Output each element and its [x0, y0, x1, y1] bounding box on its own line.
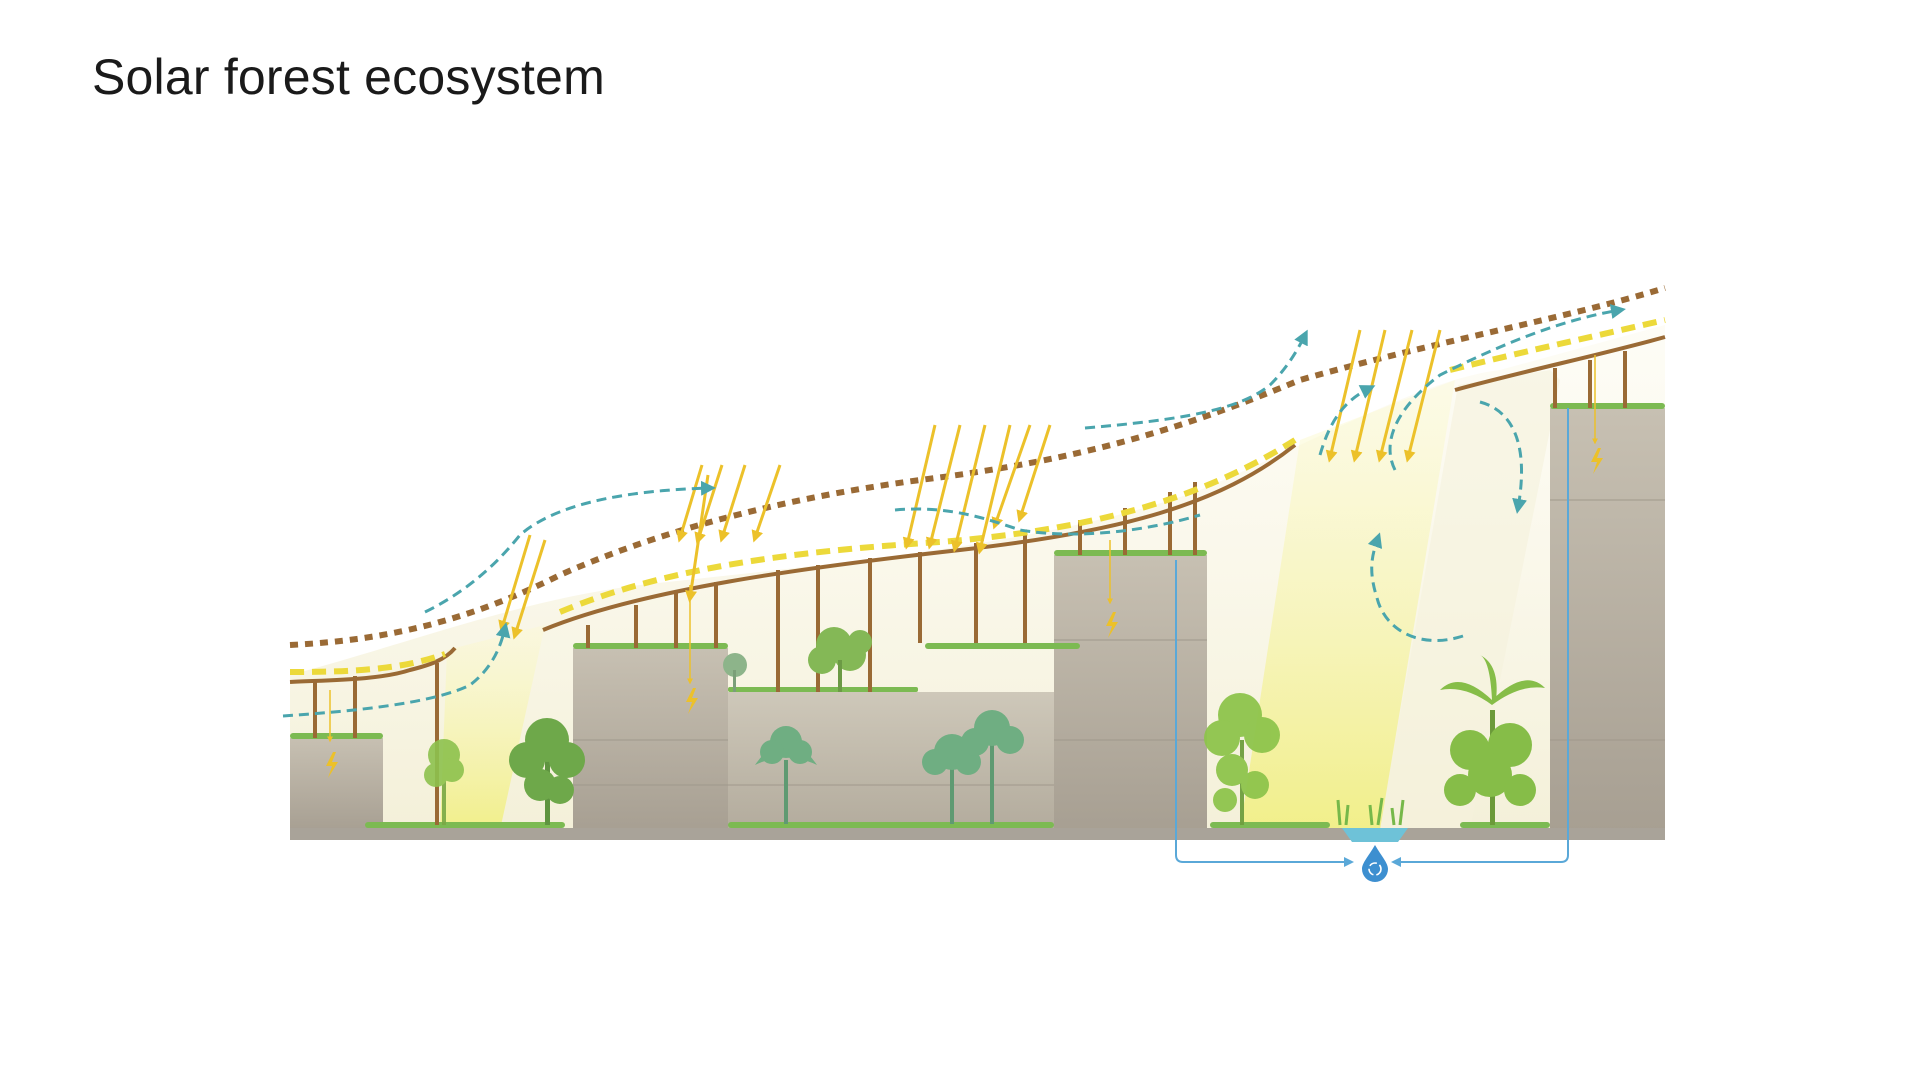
sun-ray-arrow-icon: [498, 534, 532, 633]
ground-strip: [290, 828, 1665, 840]
water-recycle-loop: [1175, 408, 1569, 867]
terrace-block: [1550, 408, 1665, 832]
sun-ray-arrow-icon: [925, 424, 962, 550]
vegetation: [424, 627, 1545, 826]
sun-ray-arrow-icon: [950, 424, 987, 553]
tree-icon: [509, 718, 585, 825]
light-shaft: [1380, 370, 1560, 830]
solar-panel-strip: [289, 317, 1666, 675]
page-title: Solar forest ecosystem: [92, 49, 605, 105]
tree-icon: [424, 739, 464, 825]
sun-ray-arrow-icon: [751, 464, 782, 543]
light-shaft: [440, 625, 545, 830]
light-shaft: [1240, 380, 1455, 830]
airflow: [282, 304, 1626, 718]
grass-tuft: [1336, 797, 1405, 826]
energy-bolt-icon: [326, 752, 338, 778]
airflow-arrow-icon: [1084, 329, 1308, 430]
airflow-arrow-icon: [424, 480, 716, 614]
sun-ray-arrow-icon: [1375, 329, 1414, 463]
sun-ray-arrow-icon: [902, 424, 937, 550]
palm-tree-icon: [1440, 655, 1545, 825]
sun-ray-arrow-icon: [991, 424, 1032, 530]
tree-icon: [1204, 693, 1280, 825]
energy-bolt-icon: [1106, 612, 1118, 638]
airflow-arrow-icon: [1388, 304, 1626, 471]
sun-ray-arrow-icon: [1403, 329, 1442, 463]
terrace-blocks: [290, 408, 1665, 832]
energy-bolt-icon: [1591, 448, 1603, 474]
tree-icon: [755, 726, 817, 824]
airflow-arrow-icon: [894, 507, 1201, 536]
airflow-arrow-icon: [1479, 400, 1527, 514]
sun-ray-arrow-icon: [511, 539, 547, 640]
sun-ray-arrow-icon: [975, 424, 1012, 555]
water-basin: [1342, 828, 1408, 842]
sun-ray-arrow-icon: [1016, 424, 1052, 523]
energy-flows: [326, 355, 1603, 778]
sun-ray-arrow-icon: [1325, 329, 1362, 463]
airflow-arrow-icon: [282, 622, 511, 718]
sun-ray-arrow-icon: [718, 464, 747, 543]
energy-bolt-icon: [686, 688, 698, 714]
water-recycle-icon: [1362, 845, 1388, 882]
terrace-block: [290, 738, 383, 832]
sun-rays: [498, 329, 1442, 640]
airflow-arrow-icon: [1367, 532, 1464, 642]
terrace-block: [1054, 555, 1207, 832]
sun-ray-arrow-icon: [676, 464, 704, 543]
tree-icon: [723, 653, 747, 692]
sun-ray-arrow-icon: [694, 464, 724, 545]
tree-icon: [808, 627, 872, 692]
tree-icon: [922, 710, 1024, 824]
